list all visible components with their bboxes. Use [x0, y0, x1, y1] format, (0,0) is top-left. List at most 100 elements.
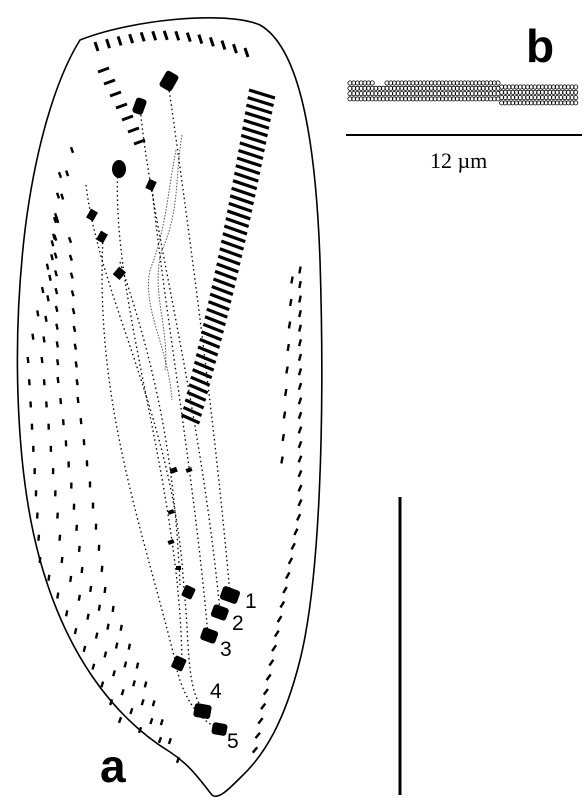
membranelle — [226, 218, 249, 226]
cilium-dash — [54, 270, 58, 276]
cilium-dash — [283, 411, 287, 418]
cilium-dash — [74, 628, 78, 634]
cilium-dash — [28, 379, 31, 385]
cilium-dash — [101, 566, 104, 572]
membranelle — [116, 104, 127, 108]
membranelle — [207, 309, 228, 317]
cilium-dash — [29, 401, 32, 407]
membranelle — [229, 203, 252, 211]
cilium-dash — [120, 625, 123, 631]
membranelle — [233, 44, 236, 53]
cilium-dash — [298, 368, 302, 375]
cilium-dash — [32, 446, 34, 452]
cilium-dash — [141, 699, 145, 705]
membranelle — [122, 116, 133, 120]
cilium-dash — [41, 287, 45, 293]
membranelle — [232, 188, 256, 196]
cilium-dash — [282, 586, 288, 593]
membranelle — [107, 39, 110, 48]
cilium-dash — [92, 503, 94, 509]
cilium-dash — [55, 306, 59, 312]
cilium-dash — [274, 630, 280, 637]
membranelle — [230, 196, 253, 204]
cilium-dash — [168, 738, 172, 744]
cilium-dash — [36, 512, 39, 518]
cilium-dash — [89, 481, 91, 487]
cilium-dash — [293, 528, 298, 535]
cilium-dash — [83, 439, 86, 445]
cilium-dash — [95, 632, 99, 638]
membranelle — [218, 256, 240, 264]
membranelle — [141, 32, 144, 41]
membranelle — [104, 80, 115, 84]
membranelle — [240, 143, 265, 151]
cilium-dash — [47, 424, 50, 430]
panel-label-b: b — [526, 20, 554, 72]
cilium-dash — [31, 334, 34, 340]
membranelle — [153, 31, 156, 40]
membranelle — [246, 105, 272, 113]
membranelle — [189, 385, 208, 393]
membranelle — [236, 166, 260, 174]
membranelle — [205, 317, 225, 325]
cilium-dash — [69, 255, 73, 261]
cilium-dash — [43, 379, 46, 385]
cilium-dash — [26, 357, 29, 363]
membranelle — [245, 48, 248, 57]
cilium-dash — [136, 662, 140, 668]
cilium-dash — [37, 535, 40, 541]
cilium-dash — [279, 601, 285, 608]
cilium-dash — [80, 418, 83, 424]
cilium-dash — [72, 308, 76, 314]
cilium-dash — [266, 674, 272, 681]
cilium-dash — [288, 321, 292, 328]
cilium-dash — [284, 389, 288, 396]
cilium-dash — [56, 341, 59, 347]
cilium-dash — [298, 441, 303, 448]
membranelle — [244, 120, 269, 128]
cilium-dash — [74, 343, 78, 349]
cilium-dash — [286, 344, 290, 351]
scale-bar-b-label: 12 µm — [430, 148, 487, 173]
cilium-dash — [56, 512, 59, 518]
cilium-dash — [65, 170, 69, 176]
cilium-dash — [118, 717, 122, 723]
cilium-dash — [128, 643, 132, 649]
cilium-dash — [56, 192, 60, 198]
cilium-dash — [89, 586, 92, 592]
cilium-dash — [50, 254, 54, 260]
cilium-dash — [65, 610, 69, 616]
membranelle — [233, 181, 257, 189]
membranelle — [245, 113, 270, 121]
membranelle — [210, 294, 231, 302]
cilium-dash — [86, 613, 90, 619]
cilium-dash — [56, 377, 59, 383]
cilium-dash — [80, 567, 83, 573]
cilium-dash — [298, 266, 302, 273]
cilium-dash — [252, 747, 258, 754]
cilium-dash — [47, 575, 50, 581]
cilium-dash — [129, 708, 133, 714]
cilium-dash — [98, 545, 101, 551]
membranelle — [134, 140, 145, 144]
cilium-dash — [78, 595, 81, 601]
panel-label-a: a — [100, 740, 126, 792]
cilium-dash — [44, 316, 47, 322]
cilium-dash — [55, 323, 59, 329]
membranelle — [224, 226, 247, 234]
membranelle — [222, 41, 225, 50]
cilium-dash — [46, 295, 50, 301]
cilium-dash — [62, 419, 65, 425]
membranelle — [241, 135, 266, 143]
cilium-dash — [103, 651, 107, 657]
cirrus-number: 1 — [245, 590, 257, 613]
membranelle — [208, 302, 229, 310]
membranelle — [164, 31, 167, 40]
cilium-dash — [40, 357, 43, 363]
cilium-dash — [59, 398, 62, 404]
cilium-dash — [158, 737, 162, 743]
membranelle — [242, 128, 267, 136]
cilium-dash — [298, 397, 302, 404]
cilium-dash — [121, 689, 125, 695]
cilium-dash — [48, 275, 52, 281]
